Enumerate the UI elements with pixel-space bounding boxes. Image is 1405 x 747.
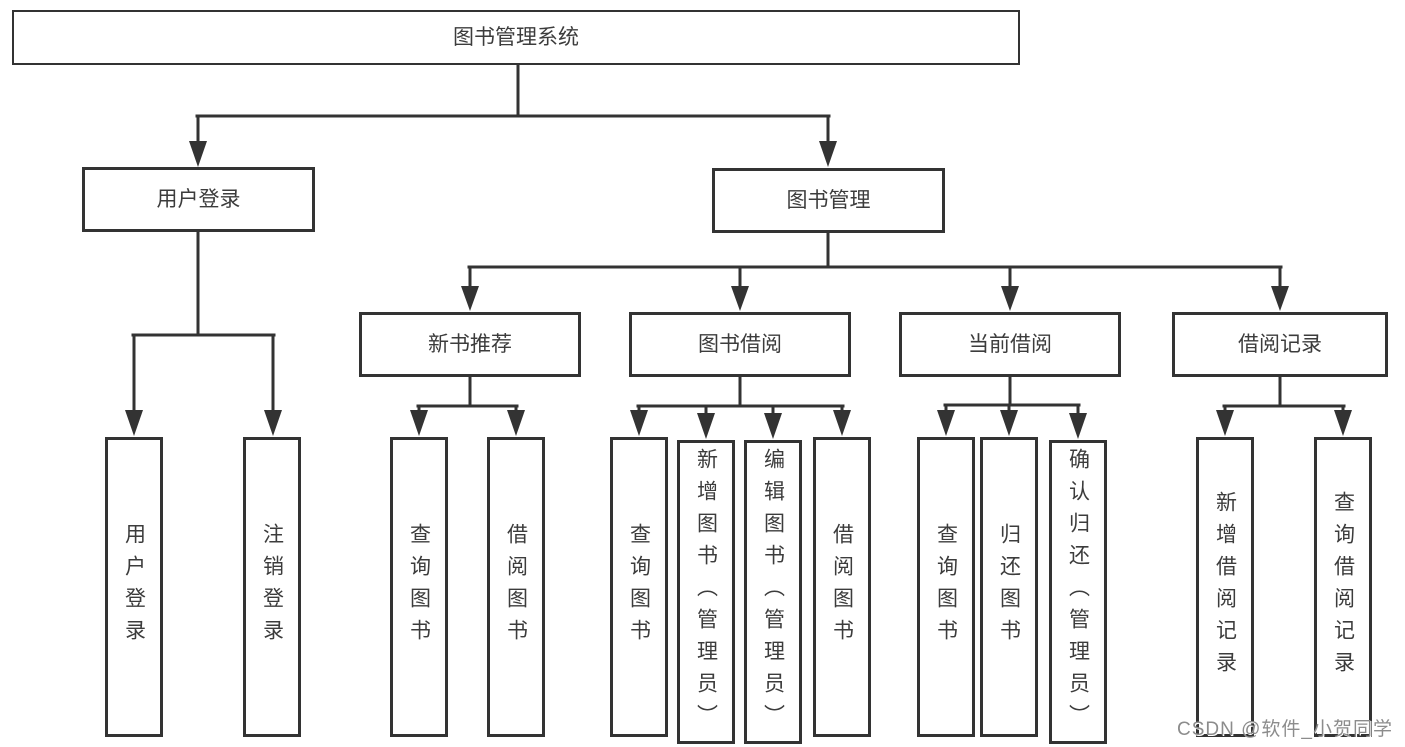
- leaf-current-return-books: 归还图书: [980, 437, 1038, 737]
- leaf-current-confirm-return: 确认归还（管理员）: [1049, 440, 1107, 744]
- node-current-borrow: 当前借阅: [899, 312, 1121, 377]
- leaf-current-return-books-label: 归还图书: [997, 523, 1021, 651]
- leaf-recommend-query-books-label: 查询图书: [407, 523, 431, 651]
- leaf-user-login-label: 用户登录: [122, 523, 146, 651]
- node-current-borrow-label: 当前借阅: [968, 333, 1052, 356]
- leaf-borrow-edit-books-label: 编辑图书（管理员）: [761, 448, 785, 736]
- node-book-borrow-label: 图书借阅: [698, 333, 782, 356]
- leaf-records-query-record-label: 查询借阅记录: [1331, 491, 1355, 683]
- leaf-logout: 注销登录: [243, 437, 301, 737]
- leaf-borrow-borrow-books-label: 借阅图书: [830, 523, 854, 651]
- leaf-records-add-record: 新增借阅记录: [1196, 437, 1254, 737]
- leaf-user-login: 用户登录: [105, 437, 163, 737]
- leaf-logout-label: 注销登录: [260, 523, 284, 651]
- node-new-book-recommend: 新书推荐: [359, 312, 581, 377]
- leaf-borrow-edit-books: 编辑图书（管理员）: [744, 440, 802, 744]
- leaf-borrow-query-books-label: 查询图书: [627, 523, 651, 651]
- leaf-recommend-borrow-books-label: 借阅图书: [504, 523, 528, 651]
- leaf-borrow-query-books: 查询图书: [610, 437, 668, 737]
- node-book-management: 图书管理: [712, 168, 945, 233]
- node-user-login-branch: 用户登录: [82, 167, 315, 232]
- leaf-records-add-record-label: 新增借阅记录: [1213, 491, 1237, 683]
- leaf-recommend-borrow-books: 借阅图书: [487, 437, 545, 737]
- leaf-current-confirm-return-label: 确认归还（管理员）: [1066, 448, 1090, 736]
- leaf-recommend-query-books: 查询图书: [390, 437, 448, 737]
- leaf-current-query-books: 查询图书: [917, 437, 975, 737]
- leaf-borrow-borrow-books: 借阅图书: [813, 437, 871, 737]
- csdn-watermark: CSDN @软件_小贺同学: [1177, 719, 1393, 740]
- node-root: 图书管理系统: [12, 10, 1020, 65]
- node-book-management-label: 图书管理: [786, 189, 871, 212]
- node-book-borrow: 图书借阅: [629, 312, 851, 377]
- leaf-current-query-books-label: 查询图书: [934, 523, 958, 651]
- leaf-records-query-record: 查询借阅记录: [1314, 437, 1372, 737]
- node-root-label: 图书管理系统: [453, 26, 579, 49]
- leaf-borrow-add-books-label: 新增图书（管理员）: [694, 448, 718, 736]
- node-user-login-branch-label: 用户登录: [156, 188, 241, 211]
- node-borrow-records-label: 借阅记录: [1238, 333, 1322, 356]
- node-new-book-recommend-label: 新书推荐: [428, 333, 512, 356]
- node-borrow-records: 借阅记录: [1172, 312, 1388, 377]
- leaf-borrow-add-books: 新增图书（管理员）: [677, 440, 735, 744]
